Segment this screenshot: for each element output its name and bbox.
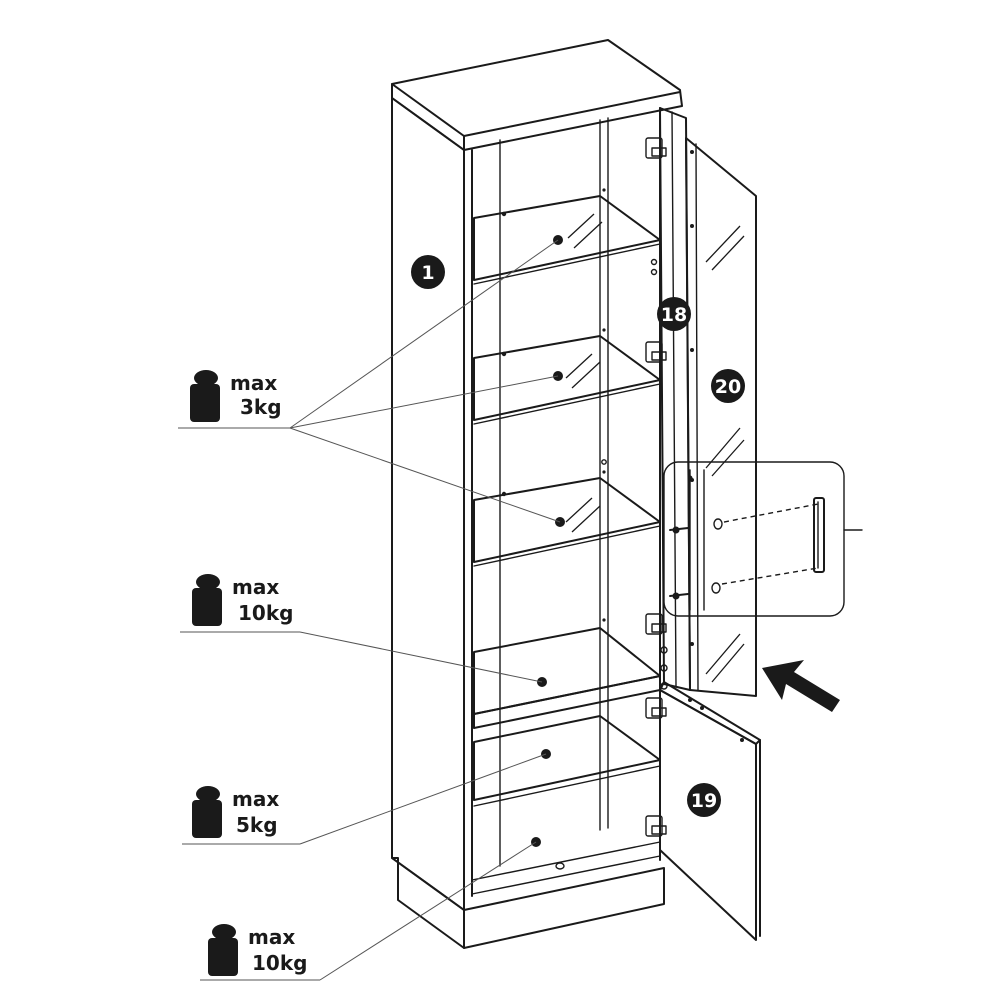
svg-text:3kg: 3kg [240, 395, 282, 419]
screw-icon [669, 592, 689, 600]
load-label-fixed-shelf: max 10kg [192, 574, 293, 626]
upper-door-frame [601, 107, 694, 691]
cabinet-top-panel [391, 39, 683, 151]
svg-text:18: 18 [661, 304, 687, 326]
screw-icon [669, 526, 689, 534]
part-badge-glass-door: 20 [711, 369, 745, 403]
cabinet-body [391, 39, 683, 949]
svg-text:20: 20 [715, 376, 741, 398]
lower-door [645, 681, 761, 941]
handle-detail-inset [663, 461, 863, 617]
weight-icon [192, 574, 222, 626]
load-label-shelves: max 3kg [190, 370, 282, 422]
glass-door-panel [685, 137, 757, 697]
svg-text:max: max [230, 371, 277, 395]
load-label-bottom: max 10kg [208, 924, 307, 976]
svg-text:10kg: 10kg [252, 951, 307, 975]
cabinet-plinth [391, 857, 665, 949]
part-badge-door-frame: 18 [657, 297, 691, 331]
part-badge-cabinet: 1 [411, 255, 445, 289]
svg-text:1: 1 [421, 262, 434, 284]
weight-icon [190, 370, 220, 422]
svg-text:10kg: 10kg [238, 601, 293, 625]
hinge-icon [645, 341, 667, 363]
svg-text:max: max [248, 925, 295, 949]
part-badge-lower-door: 19 [687, 783, 721, 817]
fixed-shelf [473, 627, 661, 729]
glass-shelf-2 [473, 335, 661, 425]
svg-text:5kg: 5kg [236, 813, 278, 837]
load-label-lower-shelf: max 5kg [192, 786, 279, 838]
glass-shelf-1 [473, 195, 661, 285]
hinge-icon [645, 815, 667, 837]
insert-arrow-icon [762, 660, 840, 712]
shelf-pins [501, 188, 606, 622]
door-handle-icon [813, 497, 825, 573]
svg-text:max: max [232, 575, 279, 599]
glass-shelf-3 [473, 477, 661, 567]
hinge-icon [645, 137, 667, 159]
weight-icon [208, 924, 238, 976]
svg-text:max: max [232, 787, 279, 811]
leader-lines [178, 239, 561, 981]
hinge-icon [645, 613, 667, 635]
hinge-icon [645, 697, 667, 719]
svg-text:19: 19 [691, 790, 717, 812]
weight-icon [192, 786, 222, 838]
lower-shelf [473, 715, 661, 847]
